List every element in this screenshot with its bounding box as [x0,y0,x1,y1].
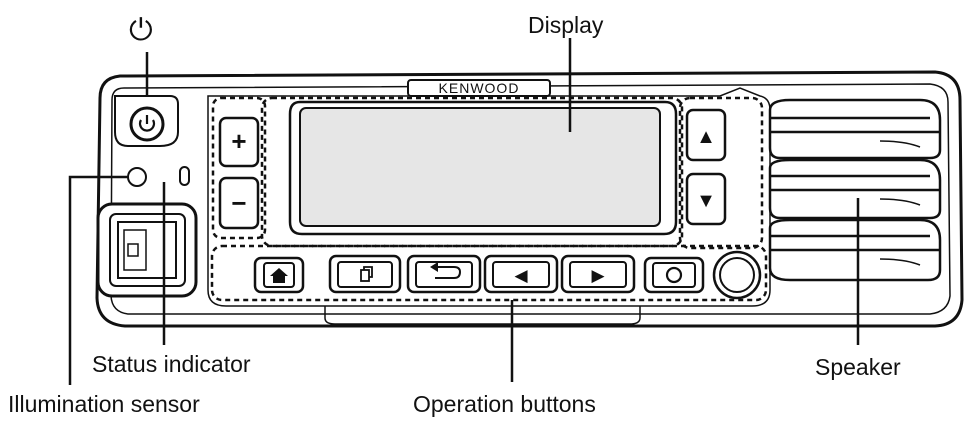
display-group [260,96,684,248]
dashed-group-outlines [210,96,768,302]
home-icon [270,268,288,283]
power-button[interactable] [114,95,179,147]
left-arrow-label: ◀ [514,266,528,285]
display-label: Display [528,12,604,38]
control-bezel [207,87,771,307]
status-indicator-label: Status indicator [92,351,251,377]
volume-up-label: + [231,126,246,156]
right-arrow-label: ▶ [591,266,605,285]
round-knob-button[interactable] [712,250,762,300]
left-button[interactable]: ◀ [483,254,559,294]
bottom-lip [324,306,641,325]
volume-up-button[interactable]: + [218,116,260,168]
back-button[interactable] [406,254,482,294]
right-button[interactable]: ▶ [560,254,636,294]
status-indicator-led [179,166,190,186]
kenwood-logo: KENWOOD [407,79,551,97]
arrow-down-button[interactable]: ▼ [685,172,727,226]
power-icon [138,115,156,132]
circle-button[interactable] [643,256,705,294]
arrow-up-button[interactable]: ▲ [685,108,727,162]
arrow-down-label: ▼ [696,190,716,212]
back-icon [430,262,462,279]
microphone-jack [96,202,198,298]
operation-buttons-group [210,244,768,302]
copy-icon [360,266,373,282]
home-button[interactable] [253,256,305,294]
power-symbol-callout: ⏻ [129,14,153,47]
speaker-grille [768,98,942,282]
arrow-buttons-group [678,96,764,250]
operation-buttons-label: Operation buttons [413,391,596,417]
copy-button[interactable] [328,254,402,294]
radio-body-inner-edge [110,83,951,315]
speaker-label: Speaker [815,354,901,380]
volume-buttons-group [211,96,267,240]
illumination-sensor-callout-line [68,175,128,385]
arrow-up-label: ▲ [696,126,716,148]
volume-down-button[interactable]: − [218,176,260,230]
display-screen [288,100,678,236]
callout-lines [68,38,860,385]
circle-icon [665,266,683,284]
illumination-sensor [127,167,147,187]
illumination-sensor-label: Illumination sensor [8,391,200,417]
svg-text:KENWOOD: KENWOOD [439,80,520,96]
volume-down-label: − [231,188,246,218]
